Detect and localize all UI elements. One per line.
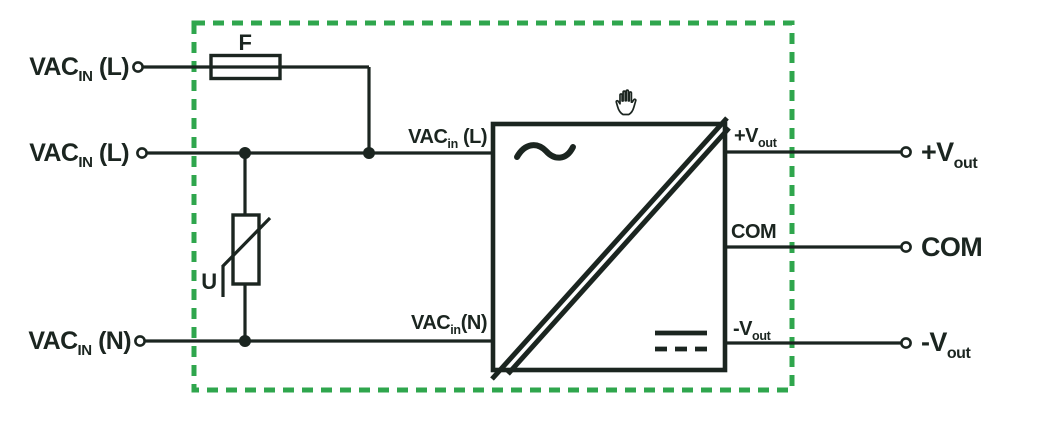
terminal-vac-l1 (132, 61, 144, 73)
pin-label-vout-minus: -Vout (733, 318, 772, 343)
converter-divider-2 (506, 126, 731, 376)
touch-hand-icon (615, 89, 637, 116)
input-label-vac-l2: VACIN (L) (29, 139, 129, 171)
junction-dot (363, 147, 375, 159)
terminal-vac-n (134, 335, 146, 347)
input-label-vac-l1: VACIN (L) (29, 53, 129, 85)
fuse-symbol: F (209, 30, 282, 81)
output-label-vout-minus: -Vout (921, 327, 972, 362)
pin-label-vacin-l: VACin (L) (408, 126, 487, 151)
isolation-boundary (191, 20, 795, 393)
terminal-vout-plus (900, 146, 912, 158)
junction-dot (239, 335, 251, 347)
pin-label-vacin-n: VACin(N) (411, 312, 487, 337)
output-label-com: COM (921, 232, 982, 262)
pin-label-vout-plus: +Vout (734, 125, 778, 150)
output-label-vout-plus: +Vout (921, 137, 978, 172)
varistor-symbol: U (201, 213, 272, 297)
varistor-label: U (201, 269, 216, 294)
fuse-label: F (239, 30, 252, 55)
terminal-vac-l2 (136, 147, 148, 159)
terminal-vout-minus (900, 337, 912, 349)
ac-sine-icon (514, 142, 576, 161)
converter-block (490, 116, 731, 381)
terminal-com (900, 241, 912, 253)
junction-dot (239, 147, 251, 159)
wires (143, 65, 901, 345)
input-label-vac-n: VACIN (N) (28, 327, 131, 359)
pin-label-com: COM (731, 221, 776, 243)
varistor-diagonal (221, 216, 272, 268)
converter-divider-1 (490, 116, 729, 381)
dc-lines-icon (655, 330, 707, 352)
fuse-body (209, 53, 282, 81)
varistor-body (231, 213, 261, 286)
